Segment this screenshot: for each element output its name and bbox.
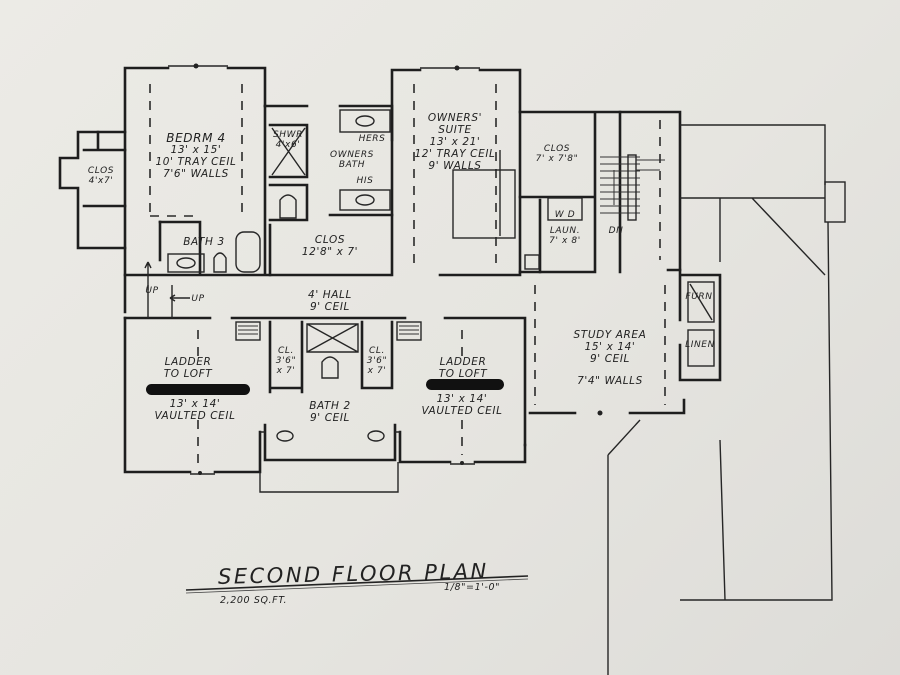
room-name: CL. bbox=[278, 346, 294, 356]
room-name: BEDRM 4 bbox=[166, 131, 226, 145]
ladder-text-2: TO LOFT bbox=[163, 368, 213, 380]
bedroom-4-label: BEDRM 4 13' x 15' 10' TRAY CEIL 7'6" WAL… bbox=[156, 132, 237, 180]
redacted-room-name-right bbox=[426, 379, 504, 390]
room-name: 4' HALL bbox=[308, 289, 352, 301]
room-ceiling: 9' CEIL bbox=[309, 412, 351, 424]
closet-right-label: CLOS 7' x 7'8" bbox=[536, 144, 579, 164]
square-footage: 2,200 SQ.FT. bbox=[220, 595, 288, 606]
up-label-1: UP bbox=[145, 286, 159, 296]
room-name: CLOS bbox=[87, 166, 115, 176]
room-ceiling: 9' CEIL bbox=[589, 353, 631, 365]
bedroom-left-label: 13' x 14' VAULTED CEIL bbox=[154, 398, 235, 422]
room-name: CLOS bbox=[543, 144, 571, 154]
shower-label: SHWR 4'x6' bbox=[273, 130, 303, 150]
room-name: BATH 3 bbox=[183, 236, 225, 248]
room-size: 7' x 8' bbox=[549, 236, 581, 246]
laundry-label: LAUN. 7' x 8' bbox=[549, 226, 581, 246]
redacted-room-name-left bbox=[146, 384, 250, 395]
room-walls: 9' WALLS bbox=[428, 160, 482, 172]
closet-left-label: CLOS 4'x7' bbox=[88, 166, 114, 186]
room-size: 4'x7' bbox=[88, 176, 114, 186]
closet-a-label: CL. 3'6" x 7' bbox=[276, 346, 296, 376]
room-size-2: x 7' bbox=[276, 366, 296, 376]
his-label: HIS bbox=[356, 176, 374, 186]
room-size-2: x 7' bbox=[367, 366, 387, 376]
room-size: 15' x 14' bbox=[584, 341, 636, 353]
bath-2-label: BATH 2 9' CEIL bbox=[309, 400, 351, 424]
room-size: 13' x 14' bbox=[169, 398, 221, 410]
room-name: LAUN. bbox=[549, 226, 581, 236]
room-name: BATH 2 bbox=[309, 400, 351, 412]
ladder-right-label: LADDER TO LOFT bbox=[439, 356, 487, 380]
study-area-label: STUDY AREA 15' x 14' 9' CEIL 7'4" WALLS bbox=[574, 329, 647, 387]
furnace-label: FURN bbox=[685, 292, 713, 302]
stair-down-label: DN bbox=[608, 226, 624, 236]
room-ceiling: 12' TRAY CEIL bbox=[414, 148, 496, 160]
washer-dryer-label: W D bbox=[554, 210, 576, 220]
room-ceiling: 10' TRAY CEIL bbox=[155, 156, 237, 168]
closet-b-label: CL. 3'6" x 7' bbox=[367, 346, 387, 376]
room-walls: 7'6" WALLS bbox=[163, 168, 229, 180]
room-ceiling: VAULTED CEIL bbox=[421, 405, 503, 417]
bath-3-label: BATH 3 bbox=[183, 236, 225, 248]
ladder-text-2: TO LOFT bbox=[438, 368, 488, 380]
room-name: CLOS bbox=[314, 234, 346, 246]
room-name: SHWR bbox=[272, 130, 304, 140]
room-size: 13' x 14' bbox=[436, 393, 488, 405]
drawing-scale: 1/8"=1'-0" bbox=[444, 582, 501, 593]
bedroom-right-label: 13' x 14' VAULTED CEIL bbox=[421, 393, 502, 417]
hers-label: HERS bbox=[358, 134, 386, 144]
room-ceiling: 9' CEIL bbox=[309, 301, 351, 313]
ladder-text: LADDER bbox=[164, 356, 212, 368]
room-name: OWNERS' bbox=[427, 112, 483, 124]
room-name: CL. bbox=[369, 346, 385, 356]
room-name: OWNERS bbox=[330, 150, 374, 160]
linen-label: LINEN bbox=[685, 340, 715, 350]
owners-bath-label: OWNERS BATH bbox=[330, 150, 374, 170]
up-label-2: UP bbox=[191, 294, 205, 304]
room-size: 3'6" bbox=[275, 356, 297, 366]
room-size: 13' x 21' bbox=[429, 136, 481, 148]
room-ceiling: VAULTED CEIL bbox=[154, 410, 236, 422]
owners-closet-label: CLOS 12'8" x 7' bbox=[302, 234, 358, 258]
room-name-2: SUITE bbox=[438, 124, 472, 136]
ladder-left-label: LADDER TO LOFT bbox=[164, 356, 212, 380]
room-size: 3'6" bbox=[366, 356, 388, 366]
room-size: 13' x 15' bbox=[170, 144, 222, 156]
owners-suite-label: OWNERS' SUITE 13' x 21' 12' TRAY CEIL 9'… bbox=[415, 112, 496, 172]
ladder-text: LADDER bbox=[439, 356, 487, 368]
room-walls: 7'4" WALLS bbox=[577, 375, 643, 387]
room-size: 7' x 7'8" bbox=[535, 154, 579, 164]
room-name: STUDY AREA bbox=[573, 329, 647, 341]
room-name-2: BATH bbox=[338, 160, 366, 170]
room-size: 4'x6' bbox=[275, 140, 301, 150]
room-size: 12'8" x 7' bbox=[301, 246, 359, 258]
hall-label: 4' HALL 9' CEIL bbox=[308, 289, 352, 313]
